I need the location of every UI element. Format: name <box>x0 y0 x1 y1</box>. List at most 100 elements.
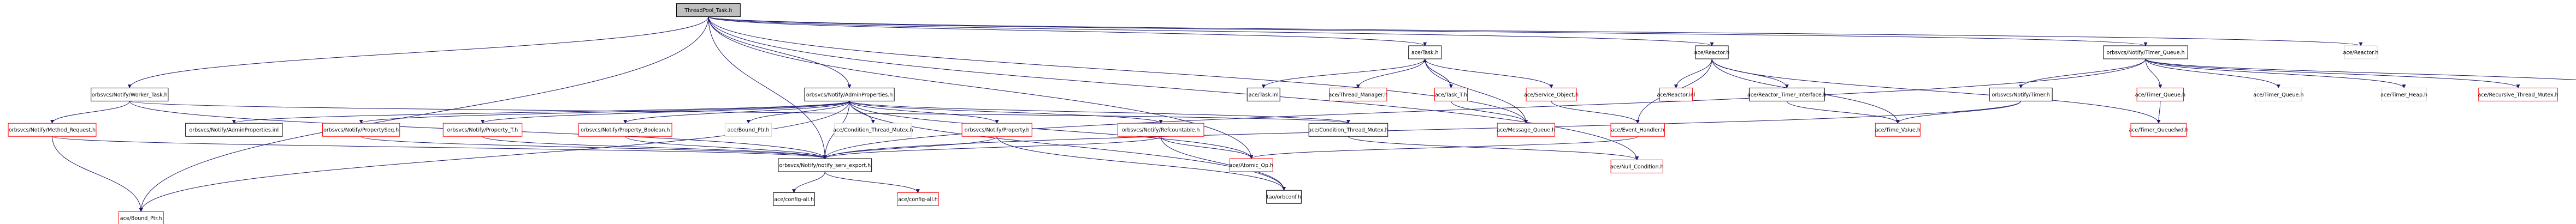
node-label: ace/config-all.h <box>774 197 814 203</box>
node-label: ace/Service_Object.h <box>1524 92 1579 98</box>
include-edge <box>1423 58 1451 88</box>
include-edge <box>2145 58 2406 89</box>
node-box <box>676 3 741 17</box>
include-edge <box>2156 101 2161 124</box>
node-box <box>578 123 672 137</box>
node-tao-orbconf[interactable]: tao/orbconf.h <box>1266 190 1302 204</box>
include-edge <box>139 16 709 212</box>
node-timer-queue-ace[interactable]: ace/Timer_Queue.h <box>2135 87 2185 101</box>
include-edge <box>708 16 1254 159</box>
node-message-queue[interactable]: ace/Message_Queue.h <box>1497 123 1555 137</box>
node-label: ace/Task_T.h <box>1435 92 1467 98</box>
node-label: ace/Bound_Ptr.h <box>728 128 770 134</box>
node-box <box>1246 87 1280 101</box>
node-box <box>2344 45 2378 59</box>
node-reactor-inl[interactable]: ace/Reactor.inl <box>1657 87 1695 101</box>
node-box <box>834 123 912 137</box>
include-edge <box>232 100 850 124</box>
include-edge <box>708 16 1427 46</box>
node-label: orbsvcs/Notify/AdminProperties.inl <box>190 128 279 134</box>
node-timer-queue-h[interactable]: orbsvcs/Notify/Timer_Queue.h <box>2103 45 2188 59</box>
node-label: ace/Condition_Thread_Mutex.h <box>1308 128 1388 134</box>
node-admin-props-inl[interactable]: orbsvcs/Notify/AdminProperties.inl <box>185 123 283 137</box>
node-cond-mutex-ext: ace/Condition_Thread_Mutex.h <box>833 123 913 137</box>
node-label: ace/Task.h <box>1411 50 1439 56</box>
node-label: ace/Reactor.h <box>1694 50 1730 56</box>
node-box <box>1695 45 1729 59</box>
node-label: ace/Reactor.h <box>2343 50 2379 56</box>
node-cond-mutex[interactable]: ace/Condition_Thread_Mutex.h <box>1308 123 1389 137</box>
node-task-h[interactable]: ace/Task.h <box>1408 45 1442 59</box>
node-notify-timer[interactable]: orbsvcs/Notify/Timer.h <box>1989 87 2053 101</box>
node-box <box>2130 123 2187 137</box>
node-label: orbsvcs/Notify/Property_Boolean.h <box>581 128 670 134</box>
node-recursive-mutex[interactable]: ace/Recursive_Thread_Mutex.h <box>2478 87 2559 101</box>
node-config-all-und[interactable]: ace/config-all.h <box>897 192 939 206</box>
node-notify-serv-export[interactable]: orbsvcs/Notify/notify_serv_export.h <box>778 158 872 172</box>
node-method-request[interactable]: orbsvcs/Notify/Method_Request.h <box>8 123 97 137</box>
node-box <box>442 123 523 137</box>
node-reactor-h[interactable]: ace/Reactor.h <box>1694 45 1730 59</box>
node-property[interactable]: orbsvcs/Notify/Property.h <box>961 123 1032 137</box>
include-edge <box>127 16 709 89</box>
node-box <box>1266 190 1302 204</box>
node-prop-seq[interactable]: orbsvcs/Notify/PropertySeq.h <box>322 123 400 137</box>
node-label: orbsvcs/Notify/notify_serv_export.h <box>779 163 871 169</box>
include-edge <box>849 101 1286 191</box>
node-label: orbsvcs/Notify/PropertySeq.h <box>323 128 399 134</box>
include-edge <box>1711 58 2161 124</box>
node-label: ace/Task.inl <box>1249 92 1279 98</box>
node-label: orbsvcs/Notify/Property_T.h <box>447 128 518 134</box>
node-root[interactable]: ThreadPool_Task.h <box>676 3 741 17</box>
node-box <box>1875 123 1921 137</box>
node-box <box>2103 45 2188 59</box>
node-box <box>1308 123 1389 137</box>
include-edge <box>1425 58 1528 124</box>
include-edge <box>849 101 1254 159</box>
node-reactor-timer[interactable]: ace/Reactor_Timer_Interface.h <box>1747 87 1827 101</box>
node-task-t[interactable]: ace/Task_T.h <box>1434 87 1468 101</box>
node-box <box>1526 87 1577 101</box>
node-box <box>91 87 169 101</box>
include-edge <box>1674 58 1712 89</box>
node-label: ace/Condition_Thread_Mutex.h <box>833 128 913 134</box>
node-box <box>322 123 400 137</box>
node-box <box>2478 87 2558 101</box>
node-box <box>1497 123 1555 137</box>
node-prop-bool[interactable]: orbsvcs/Notify/Property_Boolean.h <box>578 123 672 137</box>
include-edge <box>50 101 130 124</box>
node-box <box>1329 87 1387 101</box>
include-edge <box>1551 101 1640 124</box>
node-label: orbsvcs/Notify/Timer_Queue.h <box>2106 50 2184 56</box>
node-box <box>773 192 815 206</box>
include-edge <box>139 101 850 212</box>
node-refcountable[interactable]: orbsvcs/Notify/Refcountable.h <box>1117 123 1204 137</box>
node-label: ThreadPool_Task.h <box>684 8 732 14</box>
node-label: ace/Thread_Manager.h <box>1328 92 1387 98</box>
node-label: ace/Bound_Ptr.h <box>120 216 162 222</box>
include-edge <box>1786 101 1900 124</box>
node-label: orbsvcs/Notify/Timer.h <box>1992 92 2050 98</box>
node-timer-queuefwd[interactable]: ace/Timer_Queuefwd.h <box>2129 123 2189 137</box>
node-task-inl[interactable]: ace/Task.inl <box>1246 87 1280 101</box>
node-bound-ptr-h[interactable]: ace/Bound_Ptr.h <box>118 211 164 224</box>
node-prop-t[interactable]: orbsvcs/Notify/Property_T.h <box>442 123 523 137</box>
include-edge <box>823 136 1161 159</box>
node-label: ace/Message_Queue.h <box>1497 128 1555 134</box>
node-label: orbsvcs/Notify/Refcountable.h <box>1122 128 1200 134</box>
node-config-all-doc[interactable]: ace/config-all.h <box>773 192 815 206</box>
node-label: ace/Event_Handler.h <box>1611 128 1664 134</box>
node-event-handler[interactable]: ace/Event_Handler.h <box>1610 123 1665 137</box>
node-admin-props-h[interactable]: orbsvcs/Notify/AdminProperties.h <box>804 87 895 101</box>
node-time-value[interactable]: ace/Time_Value.h <box>1875 123 1921 137</box>
node-box <box>1408 45 1442 59</box>
include-edge <box>1895 101 2022 124</box>
node-service-object[interactable]: ace/Service_Object.h <box>1524 87 1579 101</box>
include-edge <box>52 136 143 212</box>
node-worker-task[interactable]: orbsvcs/Notify/Worker_Task.h <box>91 87 169 101</box>
node-thread-manager[interactable]: ace/Thread_Manager.h <box>1328 87 1387 101</box>
include-edge <box>824 171 920 193</box>
include-edge <box>2145 58 2576 81</box>
node-atomic-op[interactable]: ace/Atomic_Op.h <box>1230 158 1273 172</box>
node-null-condition[interactable]: ace/Null_Condition.h <box>1610 159 1664 173</box>
